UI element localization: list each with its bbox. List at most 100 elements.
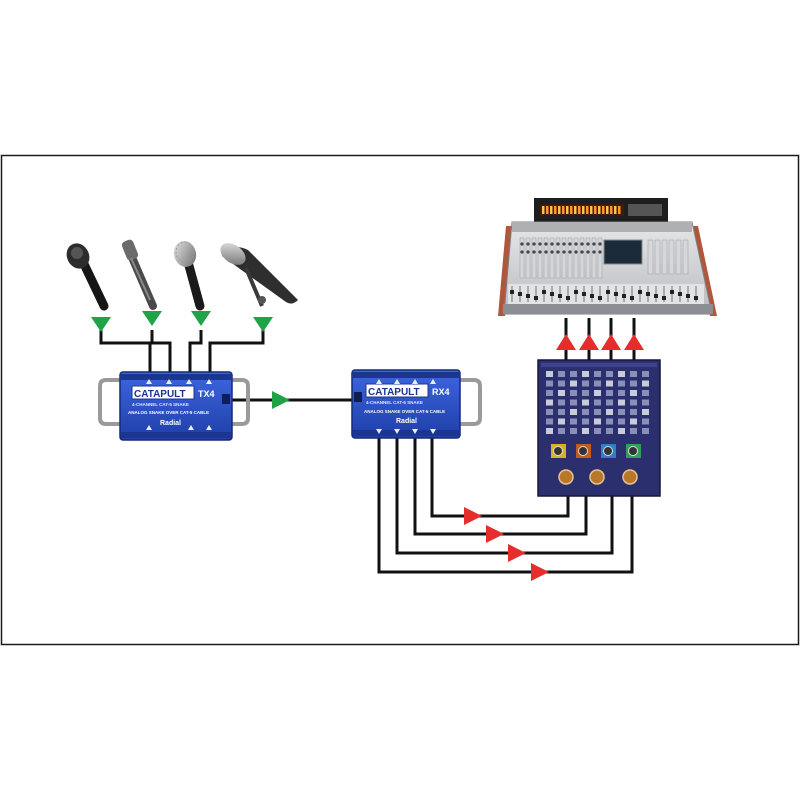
patch-jack xyxy=(594,418,601,425)
patch-jack xyxy=(558,390,565,396)
fader-cap xyxy=(566,296,570,300)
patch-jack xyxy=(570,399,577,406)
fader-cap xyxy=(598,296,602,300)
patch-jack xyxy=(558,371,565,377)
patch-jack xyxy=(642,409,649,415)
patch-jack xyxy=(582,390,589,396)
green-down-arrow xyxy=(253,317,273,332)
fader-cap xyxy=(638,290,642,294)
patch-jack xyxy=(570,428,577,434)
rj45-jack xyxy=(222,394,230,404)
patch-jack xyxy=(606,399,613,406)
box-label: ANALOG SNAKE OVER CAT-5 CABLE xyxy=(128,410,209,415)
green-arrows xyxy=(91,311,290,409)
fader-cap xyxy=(550,292,554,296)
subtitle-text: 4-CHANNEL CAT-5 SNAKE xyxy=(366,400,423,405)
patch-jack xyxy=(582,409,589,415)
patch-jack xyxy=(630,399,637,406)
patch-jack xyxy=(630,380,637,387)
patch-jack xyxy=(606,418,613,425)
patch-jack xyxy=(582,428,589,434)
patch-jack xyxy=(582,399,589,406)
patch-jack xyxy=(606,371,613,377)
patch-jack xyxy=(642,399,649,406)
red-right-arrow xyxy=(531,563,549,581)
patch-jack xyxy=(594,390,601,396)
patch-jack xyxy=(630,428,637,434)
rj45-jack xyxy=(354,392,362,402)
patch-jack xyxy=(606,409,613,415)
patch-jack xyxy=(618,371,625,377)
patch-bay-icon xyxy=(537,359,661,497)
green-down-arrow xyxy=(142,311,162,326)
patch-jack xyxy=(630,418,637,425)
patch-jack xyxy=(642,390,649,396)
patch-jack xyxy=(570,390,577,396)
output-cables xyxy=(377,430,634,574)
fader-cap xyxy=(678,292,682,296)
patch-jack xyxy=(618,399,625,406)
patch-jack xyxy=(546,409,553,415)
console-screen xyxy=(603,239,643,265)
patch-jack xyxy=(558,399,565,406)
mic-cables xyxy=(99,330,265,378)
red-up-arrow xyxy=(601,334,621,350)
channel-jacks xyxy=(551,444,641,485)
patch-jack xyxy=(546,371,553,377)
stick-mic-icon xyxy=(121,239,157,310)
green-down-arrow xyxy=(191,311,211,326)
model-text: TX4 xyxy=(198,389,215,399)
fader-cap xyxy=(670,290,674,294)
fader-cap xyxy=(510,290,514,294)
patch-jack xyxy=(618,380,625,387)
patch-jack xyxy=(606,428,613,434)
patch-jack xyxy=(630,371,637,377)
maker-logo: Radial xyxy=(160,420,181,427)
fader-cap xyxy=(518,292,522,296)
patch-jack xyxy=(618,390,625,396)
red-arrows xyxy=(464,334,644,581)
patch-jack xyxy=(582,371,589,377)
patch-jack xyxy=(594,380,601,387)
handheld-mic-icon xyxy=(173,241,205,311)
snake-box-transmitter: CATAPULT TX4 4-CHANNEL CAT-5 SNAKE ANALO… xyxy=(98,371,250,441)
patch-jack xyxy=(594,399,601,406)
fader-cap xyxy=(630,296,634,300)
patch-jack xyxy=(642,418,649,425)
patch-jack xyxy=(558,409,565,415)
patch-jack xyxy=(606,380,613,387)
fader-cap xyxy=(686,294,690,298)
patch-jack xyxy=(642,380,649,387)
fader-cap xyxy=(646,292,650,296)
patch-jack xyxy=(546,380,553,387)
fader-cap xyxy=(534,296,538,300)
model-text: RX4 xyxy=(432,387,450,397)
mixing-console-icon xyxy=(498,198,717,316)
patch-jack xyxy=(570,418,577,425)
brand-plate xyxy=(131,385,195,400)
patch-jack xyxy=(546,390,553,396)
patch-jack xyxy=(558,428,565,434)
patch-jack xyxy=(606,390,613,396)
patch-jack xyxy=(618,428,625,434)
patch-jack xyxy=(570,371,577,377)
green-right-arrow xyxy=(272,391,290,409)
patch-jack xyxy=(594,371,601,377)
brand-text: CATAPULT xyxy=(368,387,420,398)
red-up-arrow xyxy=(556,334,576,350)
patch-jack xyxy=(642,428,649,434)
patch-jack xyxy=(594,409,601,415)
fader-cap xyxy=(574,290,578,294)
fader-cap xyxy=(622,294,626,298)
red-up-arrow xyxy=(624,334,644,350)
box-label: ANALOG SNAKE OVER CAT-5 CABLE xyxy=(364,409,445,414)
fader-cap xyxy=(694,296,698,300)
xlr-outputs xyxy=(376,379,436,434)
patch-jack xyxy=(594,428,601,434)
patch-jack xyxy=(630,409,637,415)
patch-jack xyxy=(618,418,625,425)
patch-jack xyxy=(558,380,565,387)
handheld-mic-icon xyxy=(66,243,109,311)
fader-cap xyxy=(662,296,666,300)
